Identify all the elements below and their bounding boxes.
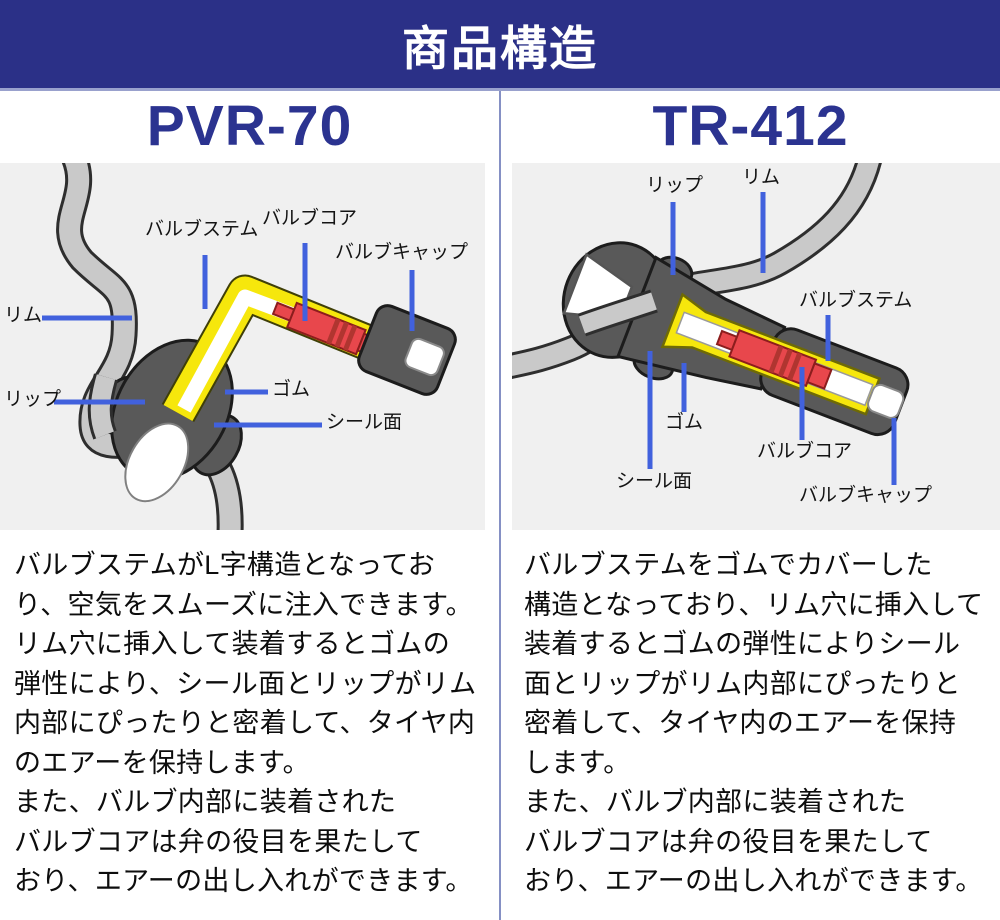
column-title-pvr70: PVR-70 [146,94,353,158]
page-title: 商品構造 [402,21,598,75]
label-lip: リップ [646,175,704,196]
tr412-description: バルブステムをゴムでカバーした 構造となっており、リム穴に挿入して 装着するとゴ… [524,550,984,896]
pvr70-illustration [42,163,457,530]
label-valve-stem: バルブステム [145,219,259,240]
label-rubber: ゴム [665,412,704,433]
label-rim: リム [4,305,43,326]
leader-lines [42,243,415,428]
rim-groove-shape [577,289,658,337]
label-seal-face: シール面 [616,471,693,492]
valve-body-shape [561,241,910,437]
valve-cap-hollow-shape [867,383,905,419]
column-divider [499,91,501,920]
label-valve-stem: バルブステム [799,290,913,311]
rim-groove-shape [87,373,119,440]
label-seal-face: シール面 [326,412,403,433]
leader-lines [647,192,897,485]
label-lip: リップ [4,389,62,410]
valve-core-shape [715,328,833,390]
label-rim: リム [742,167,781,188]
tr412-illustration [512,163,910,485]
pvr70-diagram: バルブステム バルブコア バルブキャップ リム リップ ゴム シール面 [0,163,485,530]
tr412-diagram: リップ リム バルブステム ゴム バルブコア シール面 バルブキャップ [512,163,1000,530]
header-banner: 商品構造 [0,0,1000,91]
label-valve-cap: バルブキャップ [335,242,469,263]
label-valve-core: バルブコア [757,441,853,462]
column-title-tr412: TR-412 [652,94,849,158]
label-valve-core: バルブコア [262,208,358,229]
pvr70-description: バルブステムがL字構造となってお り、空気をスムーズに注入できます。 リム穴に挿… [14,550,477,896]
valve-cap-shape [357,304,457,396]
label-valve-cap: バルブキャップ [799,485,933,506]
label-rubber: ゴム [272,379,311,400]
